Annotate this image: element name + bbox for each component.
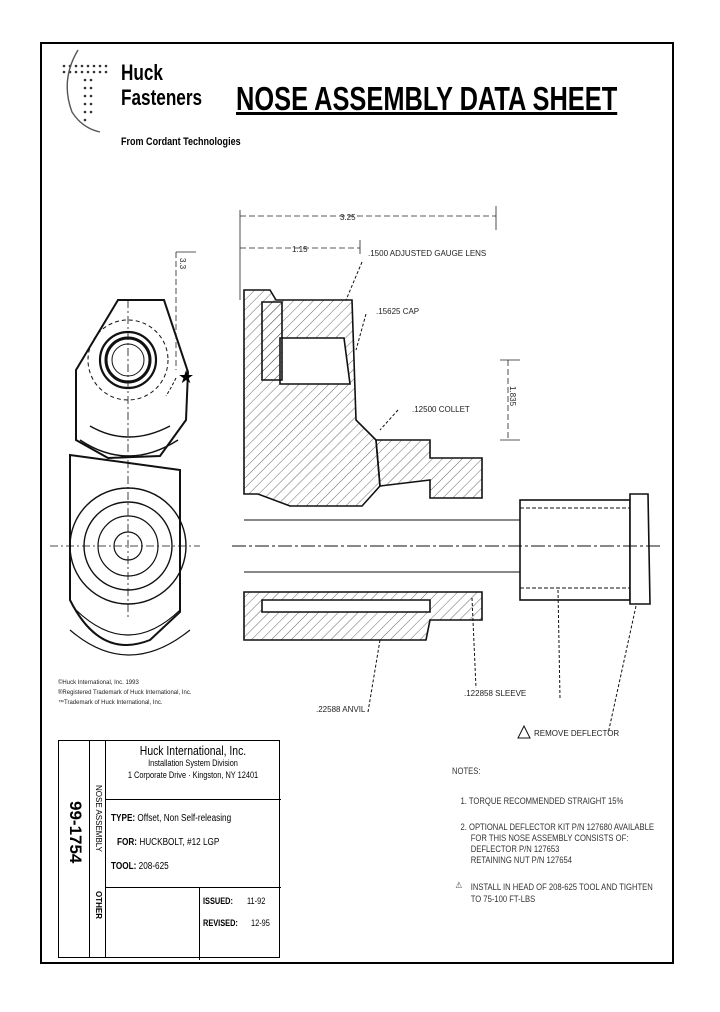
company-header: Huck International, Inc. Installation Sy…: [105, 741, 281, 800]
logo-wordmark: Huck Fasteners: [121, 60, 202, 110]
dates-divider: [199, 888, 200, 960]
note-2-line-1: 2. OPTIONAL DEFLECTOR KIT P/N 127680 AVA…: [460, 822, 654, 832]
other-label: OTHER: [94, 891, 103, 919]
note-3-line-2: TO 75-100 FT-LBS: [470, 894, 536, 904]
for-label: FOR:: [117, 837, 138, 848]
type-label: TYPE:: [111, 813, 136, 824]
note-2-line-4: RETAINING NUT P/N 127654: [470, 855, 573, 865]
dimension-lines: [175, 206, 520, 441]
type-row: TYPE: Offset, Non Self-releasing: [111, 813, 231, 824]
logo-name-line2: Fasteners: [121, 85, 203, 110]
page-title: NOSE ASSEMBLY DATA SHEET: [236, 80, 618, 117]
note-3-warning-icon: ⚠: [455, 880, 463, 890]
issued-label: ISSUED:: [203, 896, 233, 906]
note-2-line-3: DEFLECTOR P/N 127653: [470, 844, 560, 854]
notes-heading: NOTES:: [452, 766, 481, 776]
for-row: FOR: HUCKBOLT, #12 LGP: [117, 837, 219, 848]
logo-tagline: From Cordant Technologies: [121, 136, 241, 148]
tool-label: TOOL:: [111, 861, 137, 872]
issued-value: 11-92: [247, 896, 266, 906]
deflector-label: REMOVE DEFLECTOR: [534, 729, 619, 738]
copyright-line-3: ™Trademark of Huck International, Inc.: [58, 700, 163, 706]
dim-height: 3.3: [178, 258, 187, 270]
copyright-line-2: ®Registered Trademark of Huck Internatio…: [58, 690, 192, 696]
title-block: 99-1754 NOSE ASSEMBLY OTHER Huck Interna…: [58, 740, 281, 960]
revised-value: 12-95: [251, 918, 270, 928]
warning-triangle-icon: [517, 724, 531, 739]
company-address: 1 Corporate Drive · Kingston, NY 12401: [127, 770, 259, 780]
division-name: Installation System Division: [148, 758, 238, 768]
tool-row: TOOL: 208-625: [111, 861, 169, 872]
for-value: HUCKBOLT, #12 LGP: [139, 837, 220, 848]
doc-number: 99-1754: [66, 801, 85, 864]
sleeve-label: .122858 SLEEVE: [464, 689, 526, 698]
type-value: Offset, Non Self-releasing: [137, 813, 232, 824]
revised-label: REVISED:: [203, 918, 238, 928]
doc-type: NOSE ASSEMBLY: [94, 785, 103, 852]
front-view: [50, 299, 200, 656]
anvil-label: .22588 ANVIL: [316, 705, 366, 714]
note-2-line-2: FOR THIS NOSE ASSEMBLY CONSISTS OF:: [470, 833, 629, 843]
logo-name-line1: Huck: [121, 60, 163, 85]
company-name: Huck International, Inc.: [139, 743, 247, 758]
dim-collet-label: .12500 COLLET: [412, 405, 470, 414]
dates-section: ISSUED: 11-92 REVISED: 12-95: [105, 887, 281, 960]
dim-overall-length: 3.25: [340, 213, 356, 222]
copyright-line-1: ©Huck International, Inc. 1993: [58, 680, 139, 686]
sheet-border: [40, 42, 674, 964]
star-icon: ★: [178, 367, 194, 387]
tool-value: 208-625: [138, 861, 169, 872]
note-3-line-1: INSTALL IN HEAD OF 208-625 TOOL AND TIGH…: [470, 882, 653, 892]
doc-type-column: NOSE ASSEMBLY OTHER: [89, 741, 106, 957]
note-1: 1. TORQUE RECOMMENDED STRAIGHT 15%: [460, 796, 624, 806]
dim-gauge-label: .1500 ADJUSTED GAUGE LENS: [368, 249, 486, 258]
dim-bore: 1.835: [508, 386, 517, 407]
dim-cap-label: .15625 CAP: [376, 307, 419, 316]
dim-short-length: 1.15: [292, 245, 308, 254]
section-view: [243, 289, 651, 641]
doc-number-column: 99-1754: [59, 741, 90, 957]
